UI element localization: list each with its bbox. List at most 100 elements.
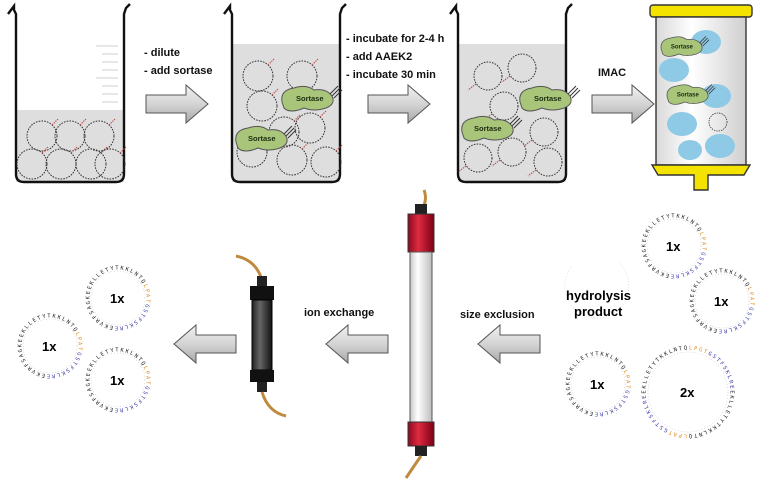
sequence-letter: E bbox=[32, 317, 38, 324]
sequence-letter: S bbox=[711, 354, 717, 361]
sequence-letter: E bbox=[723, 409, 730, 415]
mult-1x-a: 1x bbox=[666, 239, 681, 254]
sequence-letter: T bbox=[703, 349, 709, 356]
sequence-letter: L bbox=[576, 358, 582, 365]
sequence-letter: T bbox=[654, 420, 661, 427]
cyclic-ring bbox=[646, 218, 702, 274]
sequence-letter: F bbox=[696, 316, 703, 322]
sequence-letter: A bbox=[566, 390, 573, 396]
sequence-letter: K bbox=[569, 366, 576, 372]
sequence-letter: F bbox=[648, 261, 655, 267]
sequence-letter: A bbox=[144, 294, 150, 298]
sequence-letter: T bbox=[115, 347, 119, 353]
sequence-letter: E bbox=[665, 272, 669, 279]
sequence-letter: L bbox=[727, 400, 734, 405]
sequence-letter: N bbox=[698, 430, 703, 437]
sequence-letter: S bbox=[745, 311, 752, 316]
sequence-letter: N bbox=[613, 357, 619, 364]
sequence-letter: T bbox=[105, 349, 111, 356]
sequence-letter: L bbox=[644, 404, 651, 409]
sequence-letter: E bbox=[109, 406, 113, 413]
sequence-letter: L bbox=[684, 432, 688, 438]
sequence-letter: A bbox=[672, 430, 678, 437]
sequence-letter: K bbox=[689, 298, 695, 302]
sequence-letter: K bbox=[645, 408, 652, 414]
sequence-letter: S bbox=[64, 367, 70, 374]
sequence-letter: F bbox=[92, 395, 99, 401]
sequence-letter: F bbox=[68, 363, 75, 370]
sequence-letter: E bbox=[87, 285, 94, 290]
sequence-letter: S bbox=[141, 308, 148, 313]
sec-body bbox=[409, 251, 433, 423]
arrow-imac bbox=[591, 84, 655, 124]
ion-exchange-column bbox=[235, 254, 287, 418]
sequence-letter: K bbox=[56, 315, 62, 322]
sequence-letter: L bbox=[142, 365, 149, 370]
sequence-letter: L bbox=[61, 316, 67, 323]
sequence-letter: R bbox=[575, 402, 582, 409]
sequence-letter: K bbox=[600, 352, 605, 358]
sequence-letter: L bbox=[644, 375, 651, 380]
sequence-letter: L bbox=[698, 231, 705, 236]
sequence-letter: E bbox=[656, 217, 662, 224]
sequence-letter: S bbox=[697, 256, 704, 261]
sec-top-connector bbox=[415, 204, 427, 214]
sequence-letter: K bbox=[723, 370, 730, 376]
sec-bottom-connector bbox=[415, 446, 427, 456]
sequence-letter: R bbox=[723, 327, 728, 333]
sequence-letter: G bbox=[143, 303, 150, 308]
sequence-letter: L bbox=[24, 324, 31, 330]
cyclic-ring bbox=[694, 273, 750, 329]
sequence-letter: L bbox=[609, 354, 615, 361]
linear-peptide bbox=[564, 261, 630, 319]
sequence-letter: R bbox=[675, 272, 680, 278]
sortase-enzyme-a: Sortase bbox=[281, 85, 343, 112]
sequence-letter: E bbox=[671, 272, 675, 278]
sequence-letter: F bbox=[740, 318, 747, 325]
sortase-label-c: Sortase bbox=[534, 94, 562, 103]
beaker-1-graduations bbox=[96, 45, 118, 103]
sequence-letter: L bbox=[733, 271, 739, 278]
mult-1x-c: 1x bbox=[590, 377, 605, 392]
sequence-letter: L bbox=[642, 380, 649, 385]
sequence-letter: L bbox=[92, 358, 99, 364]
sequence-letter: K bbox=[659, 353, 666, 360]
sequence-letter: S bbox=[693, 312, 700, 318]
sequence-letter: E bbox=[18, 339, 24, 343]
sequence-letter: T bbox=[719, 268, 723, 274]
sequence-letter: S bbox=[73, 356, 80, 361]
iex-body bbox=[251, 299, 273, 371]
sequence-letter: P bbox=[143, 371, 150, 376]
sequence-letter: T bbox=[618, 398, 625, 405]
sequence-letter: K bbox=[17, 343, 23, 347]
sequence-letter: T bbox=[115, 265, 119, 271]
sequence-letter: P bbox=[747, 292, 754, 297]
sequence-letter: T bbox=[595, 351, 599, 357]
imac-top-cap bbox=[649, 4, 753, 18]
sequence-letter: K bbox=[103, 404, 109, 411]
sequence-letter: T bbox=[648, 364, 655, 371]
cyclic-dimer-2x: 2x bbox=[647, 351, 729, 433]
sequence-letter: T bbox=[105, 267, 111, 274]
cyclic-ring bbox=[647, 351, 729, 433]
sequence-letter: R bbox=[727, 380, 734, 385]
sequence-letter: K bbox=[710, 424, 717, 431]
sequence-letter: K bbox=[706, 426, 712, 433]
sequence-letter: P bbox=[678, 432, 682, 438]
sequence-letter: T bbox=[715, 357, 722, 364]
sequence-letter: S bbox=[132, 319, 138, 326]
purified-1x-left: 1x bbox=[22, 318, 78, 374]
iex-top-connector bbox=[257, 276, 267, 286]
sequence-letter: K bbox=[693, 283, 700, 289]
sequence-letter: T bbox=[742, 315, 749, 322]
sequence-letter: V bbox=[655, 267, 662, 274]
sequence-letter: F bbox=[136, 315, 143, 322]
sequence-letter: G bbox=[18, 349, 24, 353]
sequence-letter: T bbox=[693, 432, 698, 439]
sortase-label-a: Sortase bbox=[296, 94, 324, 103]
sequence-letter: K bbox=[608, 407, 614, 414]
imac-bottom-cap bbox=[650, 164, 752, 191]
sequence-letter: R bbox=[651, 264, 658, 271]
